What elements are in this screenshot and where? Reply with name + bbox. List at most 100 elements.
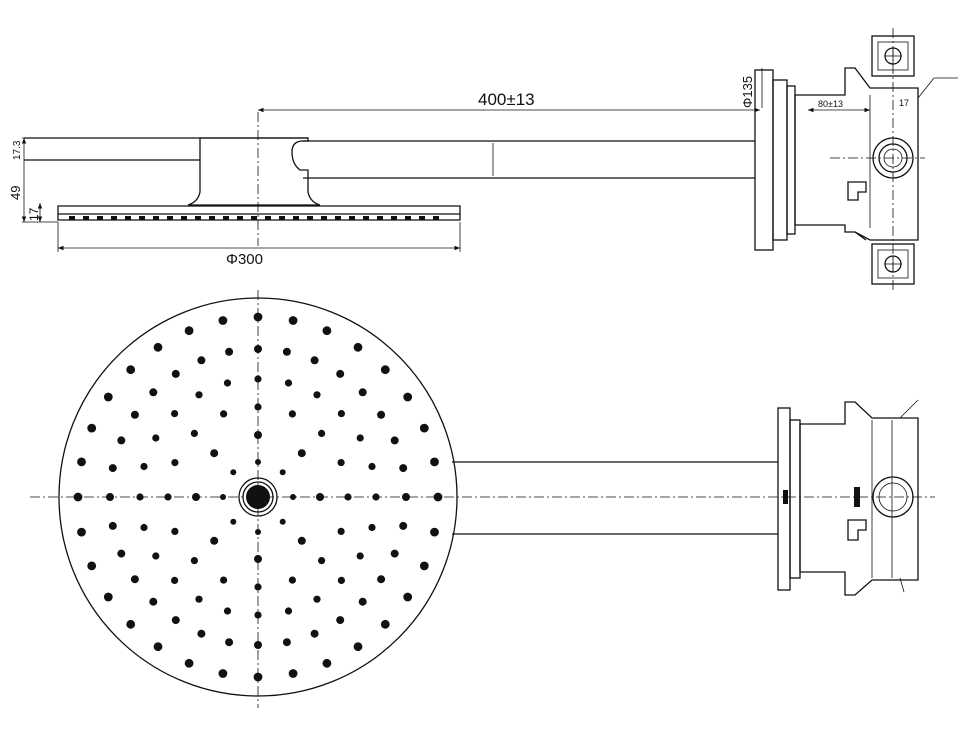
nozzle-dot	[399, 464, 408, 473]
nozzle-dot	[223, 607, 232, 615]
nozzle-dot	[313, 595, 321, 603]
nozzle-dot	[284, 607, 293, 615]
side-nozzle	[195, 216, 201, 220]
side-nozzle	[153, 216, 159, 220]
nozzle-dot	[171, 410, 179, 418]
nozzle-dot	[318, 557, 326, 565]
nozzle-dot	[322, 658, 332, 668]
side-nozzle	[433, 216, 439, 220]
side-nozzle	[293, 216, 299, 220]
fitting-bottom	[854, 231, 867, 241]
nozzle-dot	[358, 388, 367, 397]
side-nozzle	[251, 216, 257, 220]
nozzle-dot	[218, 316, 228, 325]
nozzle-dot	[220, 576, 228, 584]
nozzle-dot	[403, 592, 413, 602]
nozzle-dot	[87, 423, 97, 433]
side-nozzle	[349, 216, 355, 220]
nozzle-dot	[356, 552, 364, 560]
nozzle-dot	[337, 527, 345, 536]
nozzle-dot	[336, 616, 345, 625]
nozzle-dot	[288, 669, 298, 678]
nozzle-dot	[77, 527, 86, 537]
top-valve-slot	[854, 487, 860, 507]
nozzle-dot	[297, 449, 306, 458]
nozzle-dot	[152, 434, 160, 442]
head-diameter-label: Φ300	[226, 251, 263, 268]
side-nozzle	[363, 216, 369, 220]
nozzle-dot	[282, 638, 291, 647]
top-flange-tab	[783, 490, 788, 504]
top-leader-1	[899, 399, 919, 419]
side-nozzle	[335, 216, 341, 220]
nozzle-dot	[210, 536, 219, 545]
nozzle-dot	[402, 493, 410, 501]
flange-ring	[786, 85, 796, 235]
nozzle-dot	[390, 549, 399, 558]
nozzle-dot	[279, 518, 286, 525]
top-fitting	[847, 519, 867, 541]
top-view	[30, 290, 935, 708]
nozzle-dot	[310, 356, 319, 365]
nozzle-dot	[195, 595, 203, 603]
nozzle-dot	[318, 429, 326, 437]
top-leader-2	[899, 577, 905, 593]
nozzle-dot	[153, 342, 163, 352]
side-nozzle	[209, 216, 215, 220]
nozzle-dot	[290, 494, 296, 500]
nozzle-dot	[171, 459, 179, 467]
nozzle-dot	[184, 326, 194, 336]
flange-diameter-label: Φ135	[740, 76, 755, 108]
nozzle-dot	[152, 552, 160, 560]
nozzle-dot	[288, 576, 296, 584]
side-nozzle	[111, 216, 117, 220]
nozzle-dot	[223, 379, 232, 387]
nozzle-dot	[254, 555, 262, 563]
nozzle-dot	[140, 523, 148, 532]
nozzle-dot	[197, 356, 206, 365]
nozzle-dot	[430, 457, 439, 467]
side-nozzle	[97, 216, 103, 220]
top-thickness-label: 17.3	[12, 140, 23, 160]
side-nozzle	[307, 216, 313, 220]
side-nozzle	[321, 216, 327, 220]
nozzle-dot	[377, 410, 386, 419]
nozzle-dot	[403, 392, 413, 402]
nozzle-dot	[337, 410, 345, 418]
nozzle-dot	[103, 592, 113, 602]
nozzle-dot	[337, 576, 345, 585]
nozzle-dot	[149, 597, 158, 606]
nozzle-dot	[171, 527, 179, 536]
nozzle-dot	[117, 436, 126, 445]
nozzle-dot	[225, 347, 234, 356]
side-nozzle	[139, 216, 145, 220]
side-nozzle	[405, 216, 411, 220]
top-nozzles	[73, 312, 443, 682]
side-nozzle	[181, 216, 187, 220]
side-nozzle	[419, 216, 425, 220]
nozzle-dot	[336, 369, 345, 378]
nozzle-dot	[73, 492, 83, 502]
nozzle-dot	[171, 369, 180, 378]
fitting-side	[847, 181, 867, 201]
nozzle-dot	[368, 462, 376, 471]
nozzle-dot	[380, 365, 390, 375]
nozzle-dot	[288, 316, 298, 325]
arm-length-label: 400±13	[478, 90, 535, 109]
valve-body	[794, 67, 919, 241]
nozzle-dot	[297, 536, 306, 545]
nozzle-dot	[390, 436, 399, 445]
nozzle-dot	[225, 638, 234, 647]
nozzle-dot	[87, 561, 97, 571]
small-17-label: 17	[899, 98, 909, 108]
flange-outer	[754, 69, 774, 251]
nozzle-dot	[140, 462, 148, 471]
nozzle-dot	[430, 527, 439, 537]
nozzle-dot	[220, 410, 228, 418]
nozzle-dot	[153, 642, 163, 652]
nozzle-dot	[353, 342, 363, 352]
nozzle-dot	[108, 521, 117, 530]
total-height-label: 49	[8, 186, 23, 200]
nozzle-dot	[184, 658, 194, 668]
